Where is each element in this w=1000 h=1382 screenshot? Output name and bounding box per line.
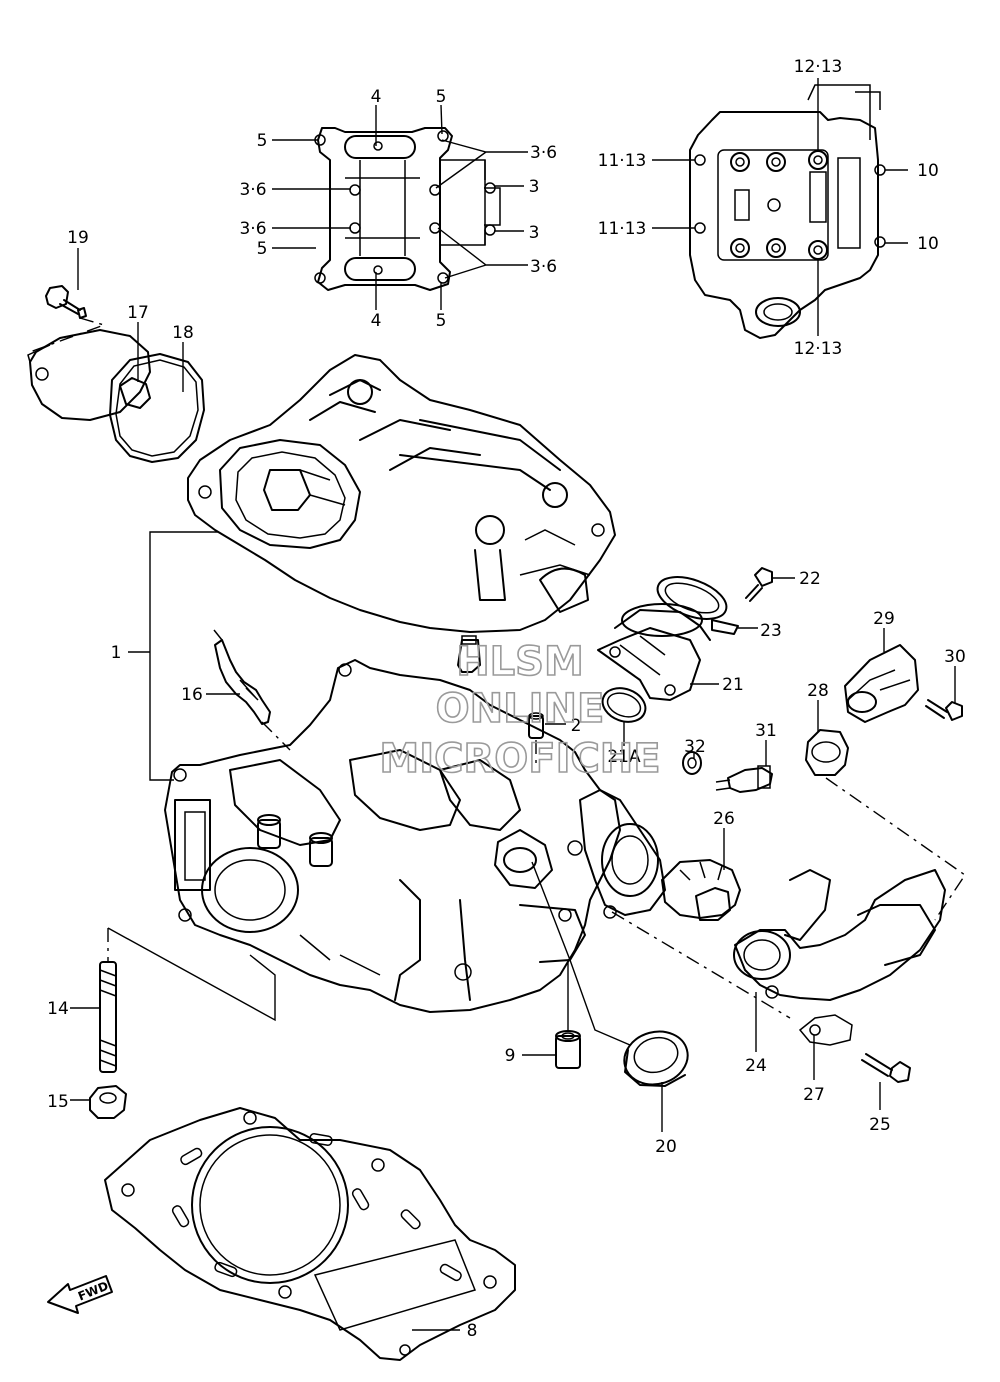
sensor-31 [715, 765, 773, 793]
callout-20: 20 [655, 1137, 677, 1157]
clamp-bolt-22 [745, 567, 773, 602]
callout-labels: 12·13 4 5 5 3·6 11·13 10 3·6 3 19 3·6 3 … [47, 57, 966, 1341]
intake-clamp-23 [656, 576, 739, 635]
callout-5-top: 5 [436, 87, 447, 107]
callout-3-6-right-2: 3·6 [530, 257, 557, 277]
stud-bolt-14 [99, 961, 117, 1073]
callout-21a: 21A [607, 747, 641, 767]
callout-3-6-left-1: 3·6 [239, 180, 266, 200]
intake-pipe-21 [597, 603, 711, 701]
callout-10-a: 10 [917, 161, 939, 181]
callout-31: 31 [755, 721, 777, 741]
callout-3-6-right-1: 3·6 [530, 143, 557, 163]
cylinder-head-cover [187, 354, 616, 633]
callout-8: 8 [467, 1321, 478, 1341]
callout-28: 28 [807, 681, 829, 701]
callout-22: 22 [799, 569, 821, 589]
head-top-view-inset [689, 84, 886, 339]
callout-11-13-b: 11·13 [598, 219, 647, 239]
callout-5-upper-left: 5 [257, 131, 268, 151]
o-ring-21a [601, 687, 647, 723]
callout-17: 17 [127, 303, 149, 323]
cap-28 [805, 729, 849, 776]
callout-1: 1 [111, 643, 122, 663]
callout-3-b: 3 [529, 223, 540, 243]
callout-15: 15 [47, 1092, 69, 1112]
dowel-9 [555, 1030, 581, 1069]
fwd-direction-arrow: FWD [47, 1275, 113, 1314]
cap-bolt-19 [45, 285, 87, 319]
callout-12-13-bottom: 12·13 [794, 339, 843, 359]
cover-bolt-25 [861, 1053, 911, 1083]
leader-lines [29, 78, 966, 1331]
callout-2: 2 [571, 716, 582, 736]
callout-9: 9 [505, 1046, 516, 1066]
cover-bolt-pattern-inset [314, 127, 501, 291]
callout-18: 18 [172, 323, 194, 343]
washer-32 [682, 751, 702, 775]
callout-3-6-left-2: 3·6 [239, 219, 266, 239]
head-gasket-8 [104, 1107, 516, 1361]
callout-12-13-top: 12·13 [794, 57, 843, 77]
watermark-line-1: HLSM [456, 639, 584, 685]
watermark-line-3: MICROFICHE [379, 736, 660, 782]
fitting-under-watermark [457, 635, 481, 673]
callout-5-lower-left: 5 [257, 239, 268, 259]
callout-21: 21 [722, 675, 744, 695]
cylinder-head [164, 659, 666, 1013]
bracket-bolt-30 [925, 699, 963, 721]
callout-10-b: 10 [917, 234, 939, 254]
callout-23: 23 [760, 621, 782, 641]
dowel-pin-2 [528, 712, 544, 739]
callout-19: 19 [67, 228, 89, 248]
watermark-line-2: ONLINE [436, 686, 605, 732]
callout-4-bottom: 4 [371, 311, 382, 331]
cover-gasket-27 [798, 1014, 853, 1046]
spark-plug-16 [213, 629, 271, 725]
callout-5-bottom: 5 [436, 311, 447, 331]
callout-11-13-a: 11·13 [598, 151, 647, 171]
nut-15 [89, 1085, 127, 1119]
callout-27: 27 [803, 1085, 825, 1105]
callout-3-a: 3 [529, 177, 540, 197]
plug-cap-20 [623, 1030, 689, 1087]
callout-16: 16 [181, 685, 203, 705]
callout-24: 24 [745, 1056, 767, 1076]
watermark: HLSM ONLINE MICROFICHE [379, 638, 662, 783]
callout-25: 25 [869, 1115, 891, 1135]
callout-30: 30 [944, 647, 966, 667]
cap-gasket-18 [109, 353, 205, 463]
thermostat-26 [661, 859, 741, 921]
callout-29: 29 [873, 609, 895, 629]
callout-26: 26 [713, 809, 735, 829]
callout-32: 32 [684, 737, 706, 757]
side-cap-17 [27, 329, 151, 421]
callout-14: 14 [47, 999, 69, 1019]
thermostat-cover-24 [733, 869, 946, 1001]
callout-4-top: 4 [371, 87, 382, 107]
bracket-29 [844, 644, 919, 723]
